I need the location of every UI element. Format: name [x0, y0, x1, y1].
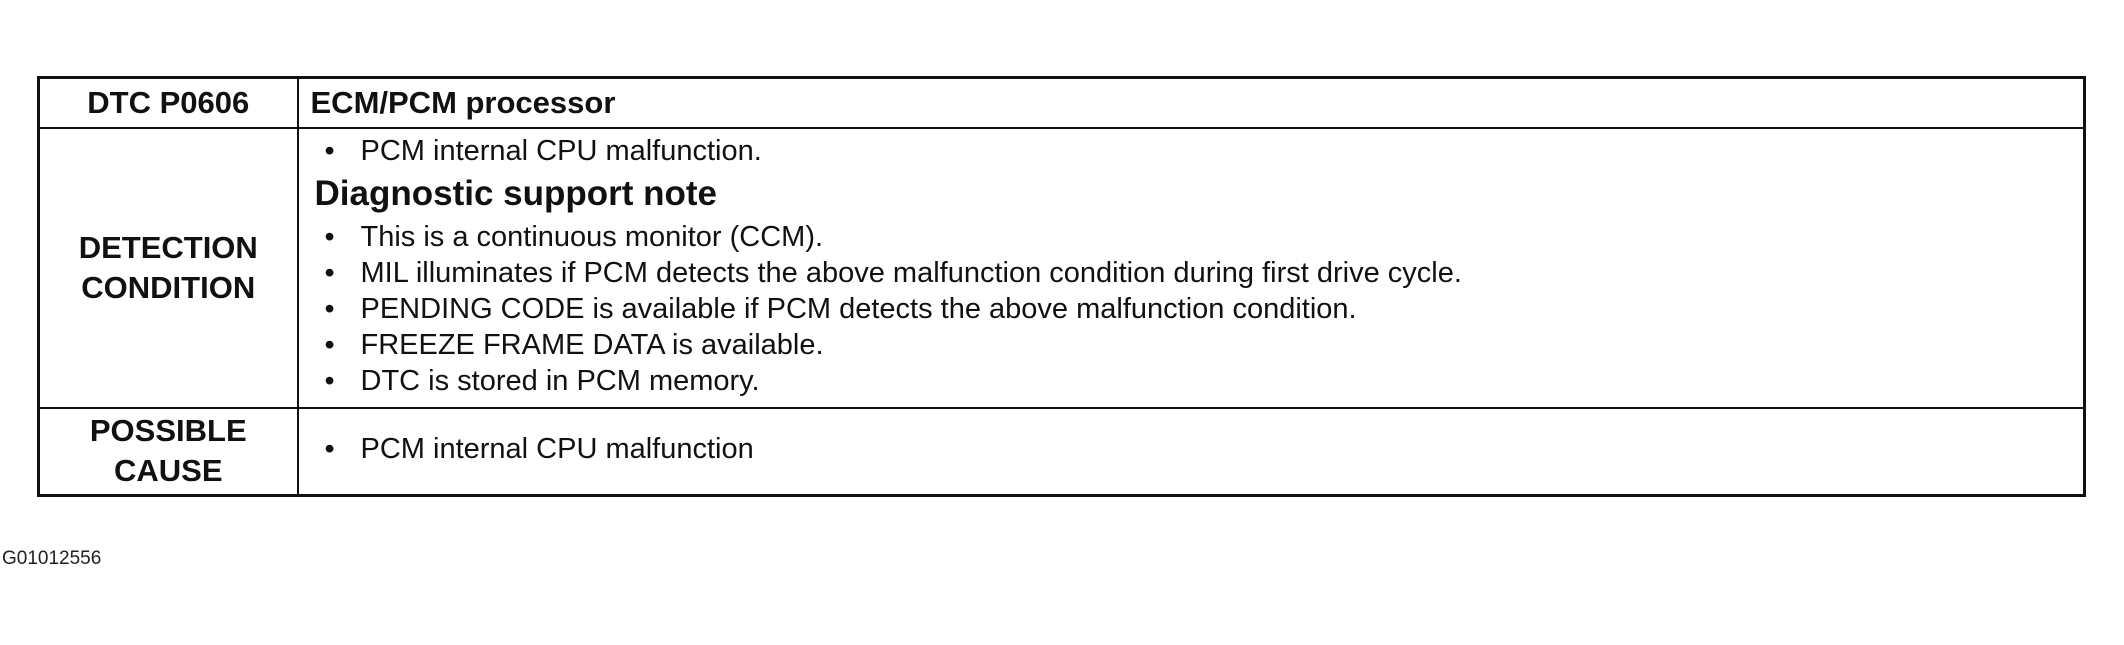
dtc-code: DTC P0606 [37, 76, 299, 129]
cause-row: POSSIBLE CAUSE PCM internal CPU malfunct… [37, 406, 2086, 497]
diagnostic-support-heading: Diagnostic support note [314, 173, 718, 213]
detection-item: PCM internal CPU malfunction. [315, 133, 2084, 169]
detection-label-line2: CONDITION [81, 269, 256, 305]
cause-content: PCM internal CPU malfunction [296, 406, 2086, 497]
detection-row: DETECTION CONDITION PCM internal CPU mal… [37, 126, 2086, 409]
cause-label: POSSIBLE CAUSE [37, 406, 299, 497]
detection-list-notes: This is a continuous monitor (CCM). MIL … [315, 219, 2084, 399]
detection-content: PCM internal CPU malfunction. Diagnostic… [296, 126, 2086, 409]
cause-list: PCM internal CPU malfunction [315, 431, 2084, 467]
note-item: FREEZE FRAME DATA is available. [315, 327, 2084, 363]
cause-label-line1: POSSIBLE [89, 413, 247, 449]
detection-list-primary: PCM internal CPU malfunction. [315, 133, 2084, 169]
note-item: This is a continuous monitor (CCM). [315, 219, 2084, 255]
cause-label-line2: CAUSE [113, 453, 223, 489]
dtc-title: ECM/PCM processor [296, 76, 2086, 129]
note-item: PENDING CODE is available if PCM detects… [315, 291, 2084, 327]
header-row: DTC P0606 ECM/PCM processor [37, 76, 2086, 129]
detection-label-line1: DETECTION [78, 229, 258, 265]
figure-id: G01012556 [2, 548, 102, 569]
detection-label: DETECTION CONDITION [37, 126, 299, 409]
note-item: DTC is stored in PCM memory. [315, 363, 2084, 399]
dtc-table: DTC P0606 ECM/PCM processor DETECTION CO… [37, 76, 2086, 497]
cause-item: PCM internal CPU malfunction [315, 431, 2084, 467]
note-item: MIL illuminates if PCM detects the above… [315, 255, 2084, 291]
